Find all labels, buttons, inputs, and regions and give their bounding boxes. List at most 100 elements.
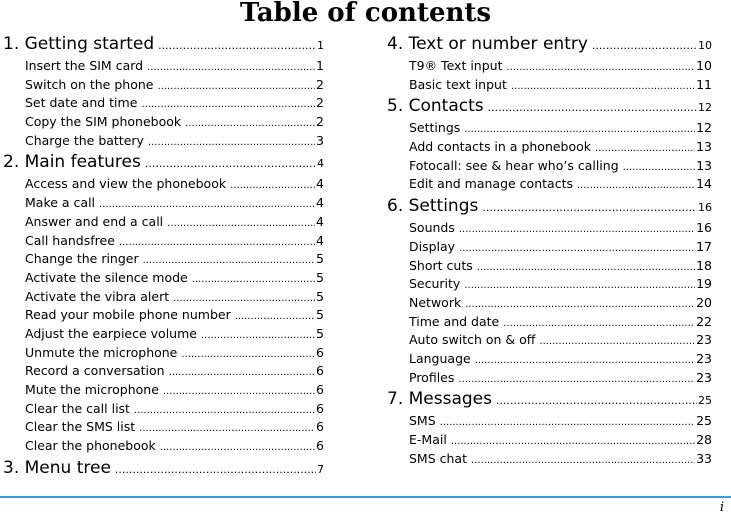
toc-entry-page: 4 — [316, 176, 324, 192]
toc-entry[interactable]: Copy the SIM phonebook2 — [3, 113, 324, 132]
toc-section[interactable]: 3. Menu tree 7 — [3, 456, 324, 481]
toc-entry[interactable]: Language23 — [387, 350, 712, 369]
toc-section[interactable]: 2. Main features4 — [3, 150, 324, 175]
toc-entry[interactable]: Auto switch on & off23 — [387, 331, 712, 350]
toc-entry-label: Mute the microphone — [25, 382, 159, 397]
toc-entry[interactable]: Make a call 4 — [3, 194, 324, 213]
toc-entry-page: 6 — [316, 363, 324, 379]
dot-leader — [167, 215, 315, 234]
toc-entry-label: Set date and time — [25, 95, 138, 111]
toc-entry[interactable]: Display17 — [387, 238, 712, 257]
toc-entry-label: 3. Menu tree — [3, 457, 111, 478]
toc-entry-label: Read your mobile phone number — [25, 307, 231, 323]
toc-entry[interactable]: Clear the phonebook6 — [3, 437, 324, 456]
toc-entry[interactable]: Insert the SIM card1 — [3, 57, 324, 76]
toc-section[interactable]: 5. Contacts12 — [387, 94, 712, 119]
toc-entry-page: 4 — [316, 195, 324, 211]
toc-entry[interactable]: T9® Text input 10 — [387, 57, 712, 76]
footer-rule — [0, 496, 731, 498]
toc-entry[interactable]: Clear the SMS list6 — [3, 418, 324, 437]
toc-entry[interactable]: Change the ringer 5 — [3, 250, 324, 269]
toc-entry[interactable]: Read your mobile phone number 5 — [3, 306, 324, 325]
toc-entry[interactable]: E-Mail28 — [387, 431, 712, 450]
toc-entry-label: Adjust the earpiece volume — [25, 325, 197, 341]
dot-leader — [506, 59, 695, 78]
toc-entry-page: 33 — [696, 450, 712, 466]
toc-entry-label: T9® Text input — [409, 58, 503, 73]
dot-leader — [139, 420, 315, 439]
toc-entry[interactable]: Clear the call list 6 — [3, 400, 324, 419]
toc-entry-page: 5 — [316, 251, 324, 267]
toc-entry[interactable]: Access and view the phonebook 4 — [3, 175, 324, 194]
dot-leader — [496, 388, 697, 413]
toc-entry-page: 5 — [316, 307, 324, 323]
toc-entry-page: 4 — [316, 213, 324, 229]
toc-entry[interactable]: Basic text input11 — [387, 76, 712, 95]
toc-entry[interactable]: Activate the vibra alert5 — [3, 288, 324, 307]
dot-leader — [471, 452, 695, 471]
toc-entry[interactable]: Time and date22 — [387, 313, 712, 332]
toc-entry[interactable]: Add contacts in a phonebook13 — [387, 138, 712, 157]
toc-entry-label: Make a call — [25, 195, 96, 211]
dot-leader — [592, 33, 697, 58]
toc-column-left: 1. Getting started1Insert the SIM card1S… — [3, 32, 324, 481]
toc-entry[interactable]: Set date and time2 — [3, 94, 324, 113]
toc-entry[interactable]: Mute the microphone6 — [3, 381, 324, 400]
toc-entry-label: Short cuts — [409, 257, 473, 273]
toc-entry-label: Change the ringer — [25, 251, 139, 267]
toc-entry[interactable]: Edit and manage contacts14 — [387, 175, 712, 194]
toc-section[interactable]: 4. Text or number entry10 — [387, 32, 712, 57]
toc-entry-label: SMS — [409, 413, 436, 429]
toc-entry[interactable]: SMS25 — [387, 412, 712, 431]
toc-entry-page: 6 — [316, 400, 324, 416]
toc-entry-page: 23 — [696, 350, 712, 366]
toc-section[interactable]: 1. Getting started 1 — [3, 32, 324, 57]
toc-entry-page: 23 — [696, 332, 712, 348]
toc-entry[interactable]: Security19 — [387, 275, 712, 294]
dot-leader — [158, 33, 316, 58]
dot-leader — [440, 414, 695, 433]
toc-entry-label: Activate the silence mode — [25, 269, 188, 285]
toc-entry-label: E-Mail — [409, 432, 447, 447]
toc-entry-page: 5 — [316, 288, 324, 304]
toc-entry-label: 1. Getting started — [3, 34, 155, 54]
toc-entry-label: Display — [409, 238, 456, 254]
toc-entry-page: 1 — [317, 39, 324, 52]
toc-entry[interactable]: Charge the battery3 — [3, 132, 324, 151]
toc-entry-label: Access and view the phonebook — [25, 176, 227, 192]
dot-leader — [201, 327, 315, 346]
toc-entry[interactable]: Record a conversation6 — [3, 362, 324, 381]
toc-entry[interactable]: Unmute the microphone6 — [3, 344, 324, 363]
toc-entry-page: 5 — [316, 325, 324, 341]
toc-entry-label: 6. Settings — [387, 196, 479, 217]
toc-entry[interactable]: Switch on the phone2 — [3, 76, 324, 95]
toc-entry-page: 13 — [696, 139, 712, 155]
toc-entry[interactable]: Short cuts18 — [387, 257, 712, 276]
toc-entry-label: Clear the call list — [25, 400, 130, 416]
toc-entry-page: 1 — [316, 58, 324, 73]
dot-leader — [181, 346, 315, 365]
toc-section[interactable]: 6. Settings16 — [387, 194, 712, 219]
toc-entry[interactable]: Settings12 — [387, 119, 712, 138]
dot-leader — [477, 259, 695, 278]
toc-entry[interactable]: Network20 — [387, 294, 712, 313]
toc-entry[interactable]: Sounds16 — [387, 219, 712, 238]
toc-entry[interactable]: Answer and end a call4 — [3, 213, 324, 232]
toc-entry-label: Sounds — [409, 220, 455, 236]
dot-leader — [475, 352, 695, 371]
toc-entry[interactable]: Fotocall: see & hear who’s calling13 — [387, 157, 712, 176]
toc-section[interactable]: 7. Messages25 — [387, 387, 712, 412]
toc-entry[interactable]: Call handsfree4 — [3, 232, 324, 251]
toc-entry[interactable]: Profiles23 — [387, 369, 712, 388]
toc-entry-label: Settings — [409, 120, 461, 136]
toc-entry-label: Call handsfree — [25, 232, 115, 248]
toc-entry[interactable]: SMS chat33 — [387, 450, 712, 469]
toc-entry[interactable]: Adjust the earpiece volume 5 — [3, 325, 324, 344]
dot-leader — [465, 296, 695, 315]
dot-leader — [464, 277, 695, 296]
toc-entry-page: 14 — [696, 176, 712, 192]
toc-entry-page: 10 — [696, 58, 712, 73]
toc-entry[interactable]: Activate the silence mode5 — [3, 269, 324, 288]
toc-entry-page: 12 — [698, 101, 712, 115]
toc-entry-page: 7 — [317, 462, 324, 476]
